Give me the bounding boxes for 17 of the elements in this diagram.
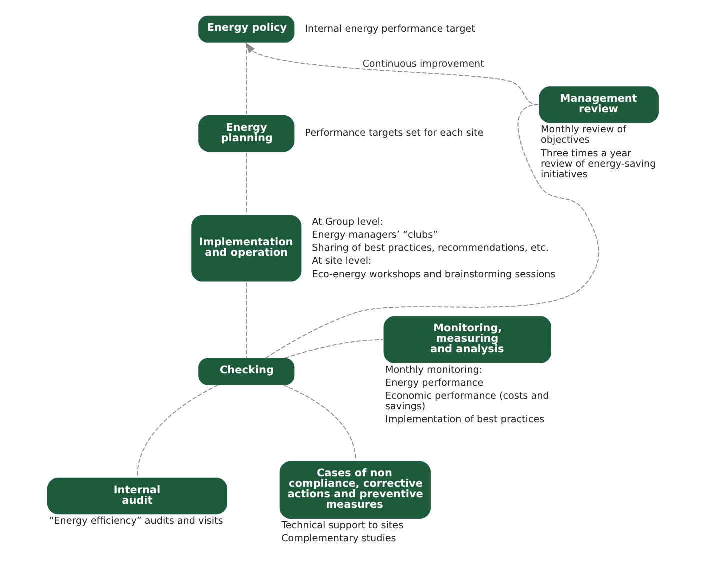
node-label: Monthly monitoring: bbox=[386, 364, 483, 376]
node-label: Energy performance bbox=[386, 378, 484, 390]
node-label: Sharing of best practices, recommendations, etc. bbox=[312, 243, 549, 254]
node-label: Eco-energy workshops and brainstorming sessions bbox=[312, 269, 556, 280]
node-label: Monthly review of objectives bbox=[541, 124, 627, 146]
node-label: “Energy efficiency” audits and visits bbox=[49, 516, 224, 528]
node-label: Technical support to sites bbox=[282, 520, 404, 532]
node-label: Implementation of best practices bbox=[386, 414, 545, 426]
node-label: Complementary studies bbox=[282, 534, 396, 545]
node-label: Three times a year review of energy-saving initiatives bbox=[541, 148, 656, 180]
node-label: Economic performance (costs and savings) bbox=[386, 391, 550, 413]
node-label: Energy managers’ “clubs” bbox=[312, 230, 438, 241]
node-label: At site level: bbox=[312, 256, 372, 268]
node-label: At Group level: bbox=[312, 216, 384, 228]
node-label: Performance targets set for each site bbox=[305, 128, 484, 140]
edge-label: Continuous improvement bbox=[362, 58, 484, 70]
node-label: Internal energy performance target bbox=[305, 24, 476, 35]
